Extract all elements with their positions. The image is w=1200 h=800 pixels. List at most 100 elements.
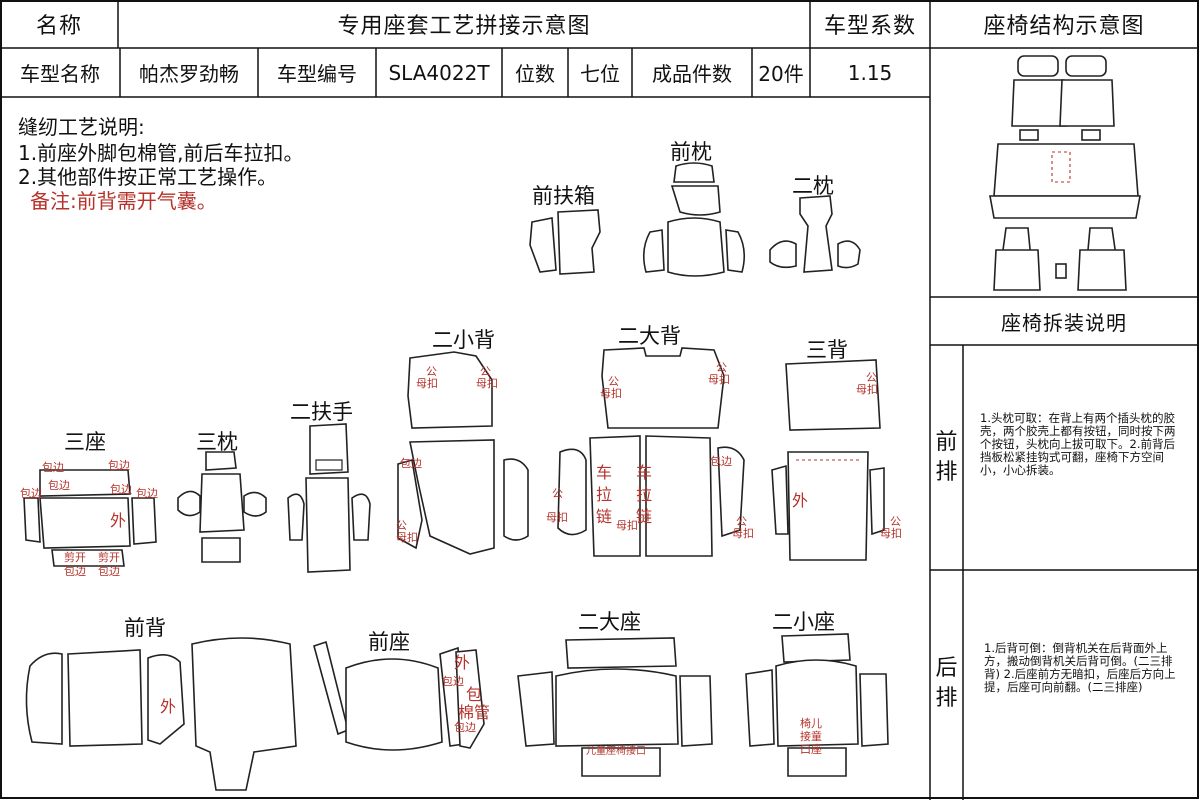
- pieces-value: 20件: [758, 62, 804, 86]
- piece-third-seat: [23, 469, 157, 567]
- mark-male: 公: [426, 365, 437, 378]
- mark-edge: 包边: [42, 461, 64, 474]
- notes-line-1: 1.前座外脚包棉管,前后车拉扣。: [18, 141, 304, 165]
- label-second-headrest: 二枕: [792, 174, 834, 198]
- piece-front-armrest: [529, 209, 601, 275]
- mark-zip-pull: 拉: [636, 485, 653, 504]
- mark-cut: 剪开: [64, 551, 86, 564]
- model-no-label: 车型编号: [277, 62, 357, 86]
- piece-third-back: [771, 359, 885, 561]
- mark-female: 母扣: [708, 373, 730, 386]
- piece-second-small-back: [397, 351, 529, 555]
- mark-male: 公: [396, 519, 407, 532]
- mark-female: 母扣: [396, 531, 418, 544]
- disassembly-title: 座椅拆装说明: [1001, 310, 1127, 335]
- mark-zip-car: 车: [596, 463, 613, 482]
- mark-zip-pull: 拉: [596, 485, 613, 504]
- mark-female: 母扣: [880, 527, 902, 540]
- mark-outer: 外: [160, 697, 177, 716]
- piece-front-headrest: [642, 162, 746, 277]
- mark-edge: 包边: [136, 487, 158, 500]
- rear-row-label: 后排: [935, 656, 958, 711]
- mark-male: 公: [890, 515, 901, 528]
- coef-label: 车型系数: [823, 14, 916, 39]
- mark-male: 公: [716, 361, 727, 374]
- label-third-headrest: 三枕: [196, 430, 238, 454]
- label-front-seat: 前座: [368, 630, 410, 654]
- mark-child-2: 接童: [800, 730, 822, 743]
- mark-female: 母扣: [476, 377, 498, 390]
- label-front-back: 前背: [124, 616, 166, 640]
- name-label: 名称: [35, 14, 82, 39]
- piece-front-back: [25, 637, 297, 791]
- sheet-title: 专用座套工艺拼接示意图: [337, 14, 591, 39]
- mark-zip-car: 车: [636, 463, 653, 482]
- mark-edge: 包边: [400, 457, 422, 470]
- mark-male: 公: [480, 365, 491, 378]
- mark-outer: 外: [792, 491, 809, 510]
- mark-edge: 包边: [108, 459, 130, 472]
- mark-zip-chain: 链: [636, 507, 653, 526]
- mark-edge: 包边: [710, 455, 732, 468]
- piece-second-small-seat: [745, 633, 889, 777]
- mark-edge: 包边: [442, 675, 464, 688]
- piece-second-armrest: [287, 423, 371, 573]
- mark-edge: 包边: [64, 565, 86, 578]
- mark-cotton-tube: 棉管: [458, 703, 491, 722]
- label-second-armrest: 二扶手: [290, 400, 353, 424]
- piece-second-big-seat: [517, 637, 713, 777]
- mark-female: 母扣: [600, 387, 622, 400]
- mark-child-1: 椅儿: [800, 717, 822, 730]
- label-front-armrest: 前扶箱: [532, 184, 595, 208]
- mark-female: 母扣: [546, 511, 568, 524]
- mark-female: 母扣: [416, 377, 438, 390]
- mark-female: 母扣: [732, 527, 754, 540]
- notes-title: 缝纫工艺说明:: [18, 115, 145, 139]
- model-no-value: SLA4022T: [388, 60, 490, 85]
- seats-label: 位数: [515, 62, 555, 86]
- piece-front-seat: [313, 640, 485, 751]
- mark-edge: 包边: [454, 721, 476, 734]
- mark-cut: 剪开: [98, 551, 120, 564]
- label-front-headrest: 前枕: [670, 140, 712, 164]
- model-name-value: 帕杰罗劲畅: [139, 62, 239, 86]
- model-name-label: 车型名称: [20, 62, 100, 86]
- piece-second-big-back: [557, 347, 745, 557]
- mark-edge: 包边: [48, 479, 70, 492]
- mark-child-seat-interface: 儿童座椅接口: [586, 746, 646, 757]
- mark-male: 公: [608, 375, 619, 388]
- label-second-small-seat: 二小座: [772, 610, 835, 634]
- seat-structure-sketch: [989, 55, 1141, 291]
- mark-wrap: 包: [466, 685, 483, 704]
- front-row-instructions: 1.头枕可取：在背上有两个插头枕的胶壳，两个胶壳上都有按钮，同时按下两个按钮，头…: [980, 411, 1176, 477]
- front-row-label: 前排: [935, 430, 958, 485]
- mark-outer: 外: [110, 511, 127, 530]
- mark-edge: 包边: [20, 487, 42, 500]
- notes-remark: 备注:前背需开气囊。: [30, 189, 217, 213]
- pieces-label: 成品件数: [652, 62, 732, 86]
- mark-outer: 外: [454, 653, 471, 672]
- rear-row-instructions: 1.后背可倒：倒背机关在后背面外上方，搬动倒背机关后背可倒。(二三排背) 2.后…: [984, 641, 1176, 694]
- notes-line-2: 2.其他部件按正常工艺操作。: [18, 165, 278, 189]
- mark-male: 公: [736, 515, 747, 528]
- piece-second-headrest: [769, 195, 861, 273]
- coef-value: 1.15: [847, 60, 893, 85]
- structure-label: 座椅结构示意图: [983, 14, 1145, 39]
- mark-female: 母扣: [856, 383, 878, 396]
- label-second-small-back: 二小背: [432, 328, 495, 352]
- mark-male: 公: [866, 371, 877, 384]
- label-third-back: 三背: [806, 338, 848, 362]
- mark-edge: 包边: [98, 565, 120, 578]
- mark-edge: 包边: [110, 483, 132, 496]
- mark-child-3: 口座: [800, 743, 822, 756]
- seats-value: 七位: [580, 62, 620, 86]
- label-second-big-seat: 二大座: [578, 610, 641, 634]
- label-third-seat: 三座: [64, 430, 106, 454]
- mark-zip-chain: 链: [596, 507, 613, 526]
- mark-male: 公: [552, 487, 563, 500]
- piece-third-headrest: [177, 451, 267, 563]
- label-second-big-back: 二大背: [618, 324, 681, 348]
